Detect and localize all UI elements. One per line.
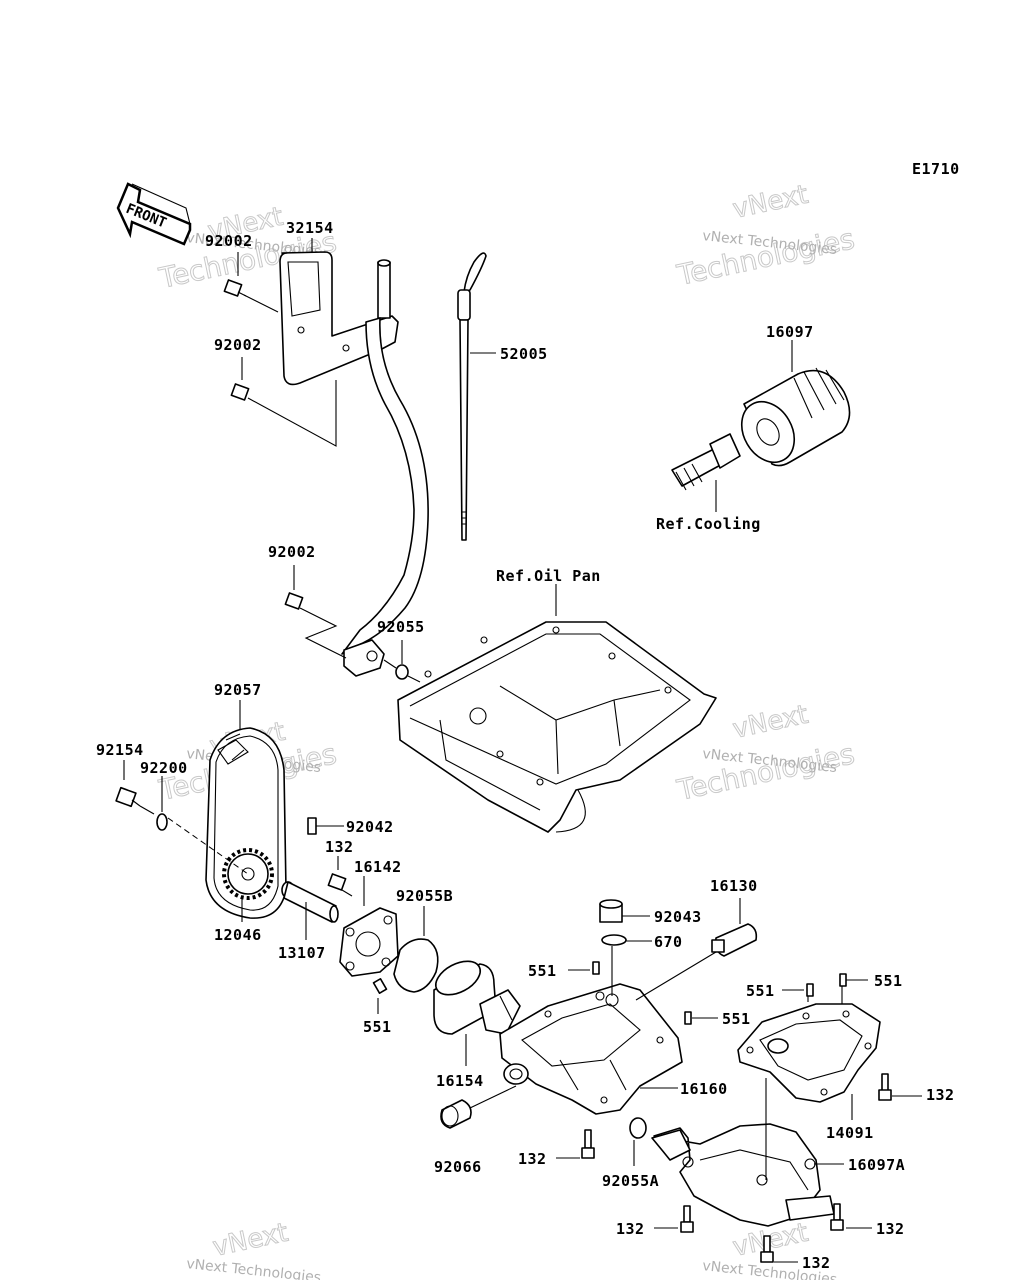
label-92066: 92066 [434,1158,482,1176]
union-bolt [671,433,741,491]
bolt-132-bottom-right [830,1203,844,1231]
label-92200: 92200 [140,759,188,777]
label-32154: 32154 [286,219,334,237]
label-92002-top: 92002 [205,232,253,250]
leader-dowels-cover [807,986,843,1004]
front-arrow-icon: FRONT [116,182,192,246]
switch-16130 [711,923,758,957]
watermark-top-right: vNext Technologies vNext Technologies [673,179,858,292]
oring-92055A [629,1117,647,1139]
oil-filter-16097 [740,367,851,467]
label-92002-mid: 92002 [214,336,262,354]
collar-92043 [599,899,623,923]
dipstick-tube [341,259,429,677]
washer-92200 [156,813,168,831]
bolt-92154 [115,786,141,808]
pump-housing-16160 [499,983,683,1115]
oring-92055 [395,664,409,680]
bolt-92002-lower [284,592,304,610]
label-132-housing: 132 [518,1150,547,1168]
label-132-bottom-right: 132 [876,1220,905,1238]
dash-92200 [167,817,249,875]
label-132-bottom-left: 132 [616,1220,645,1238]
leader-92055-line [383,659,421,683]
watermark-bottom-left: vNext vNext Technologies [186,1217,322,1280]
watermark-text: vNext [730,180,811,225]
label-670: 670 [654,933,683,951]
leader-92066-line [469,1085,517,1109]
label-14091: 14091 [826,1124,874,1142]
dowel-551-cover-right [839,973,847,987]
bolt-92002-mid [230,383,250,401]
label-92055B: 92055B [396,887,453,905]
label-ref-cooling: Ref.Cooling [656,515,761,533]
label-13107: 13107 [278,944,326,962]
sprocket-12046 [222,848,274,900]
label-551-housing: 551 [528,962,557,980]
watermark-text: vNext Technologies [186,1256,322,1280]
dowel-551-cover [806,983,814,997]
label-16130: 16130 [710,877,758,895]
label-551-right: 551 [722,1010,751,1028]
dowel-551-pump [372,978,388,994]
label-16154: 16154 [436,1072,484,1090]
label-92055A: 92055A [602,1172,659,1190]
label-16160: 16160 [680,1080,728,1098]
label-92042: 92042 [346,818,394,836]
bolt-132-bottom-left [680,1205,694,1233]
label-132-pump: 132 [325,838,354,856]
label-16142: 16142 [354,858,402,876]
bolt-132-pump [327,873,353,897]
rotor-16154 [433,960,521,1035]
label-92043: 92043 [654,908,702,926]
label-551-cover-right: 551 [874,972,903,990]
label-92002-lower: 92002 [268,543,316,561]
bolt-132-bottom-center [760,1235,774,1263]
label-52005: 52005 [500,345,548,363]
label-132-right: 132 [926,1086,955,1104]
leader-92154-bolt [139,805,155,815]
gasket-92055B [393,938,439,993]
oil-pan [397,621,717,833]
label-92154: 92154 [96,741,144,759]
pump-cover-16142 [339,907,399,977]
label-551-cover: 551 [746,982,775,1000]
leader-92002b-bolt [247,380,337,447]
diagram-code: E1710 [912,160,960,178]
label-92057: 92057 [214,681,262,699]
label-551-pump: 551 [363,1018,392,1036]
shaft-13107 [281,881,339,923]
bolt-92002-top [223,279,247,297]
bushing-92066 [440,1099,472,1129]
strainer-16097A [651,1123,835,1227]
pin-92042 [307,817,317,835]
label-132-bottom-center: 132 [802,1254,831,1272]
label-12046: 12046 [214,926,262,944]
dowel-551-housing [592,961,600,975]
bolt-132-housing [581,1129,595,1159]
watermark-text: vNext [210,1218,291,1263]
leader-92002c-bolt [299,607,347,659]
bolt-132-right [878,1073,892,1101]
label-92055: 92055 [377,618,425,636]
label-16097A: 16097A [848,1156,905,1174]
dipstick-52005 [457,252,487,541]
watermark-text: vNext [730,700,811,745]
cover-14091 [737,1003,881,1103]
leader-92002a-bolt [243,294,279,313]
oring-670 [601,934,627,946]
label-16097: 16097 [766,323,814,341]
label-ref-oil-pan: Ref.Oil Pan [496,567,601,585]
leader-16130-line [635,951,717,1001]
dowel-551-right [684,1011,692,1025]
